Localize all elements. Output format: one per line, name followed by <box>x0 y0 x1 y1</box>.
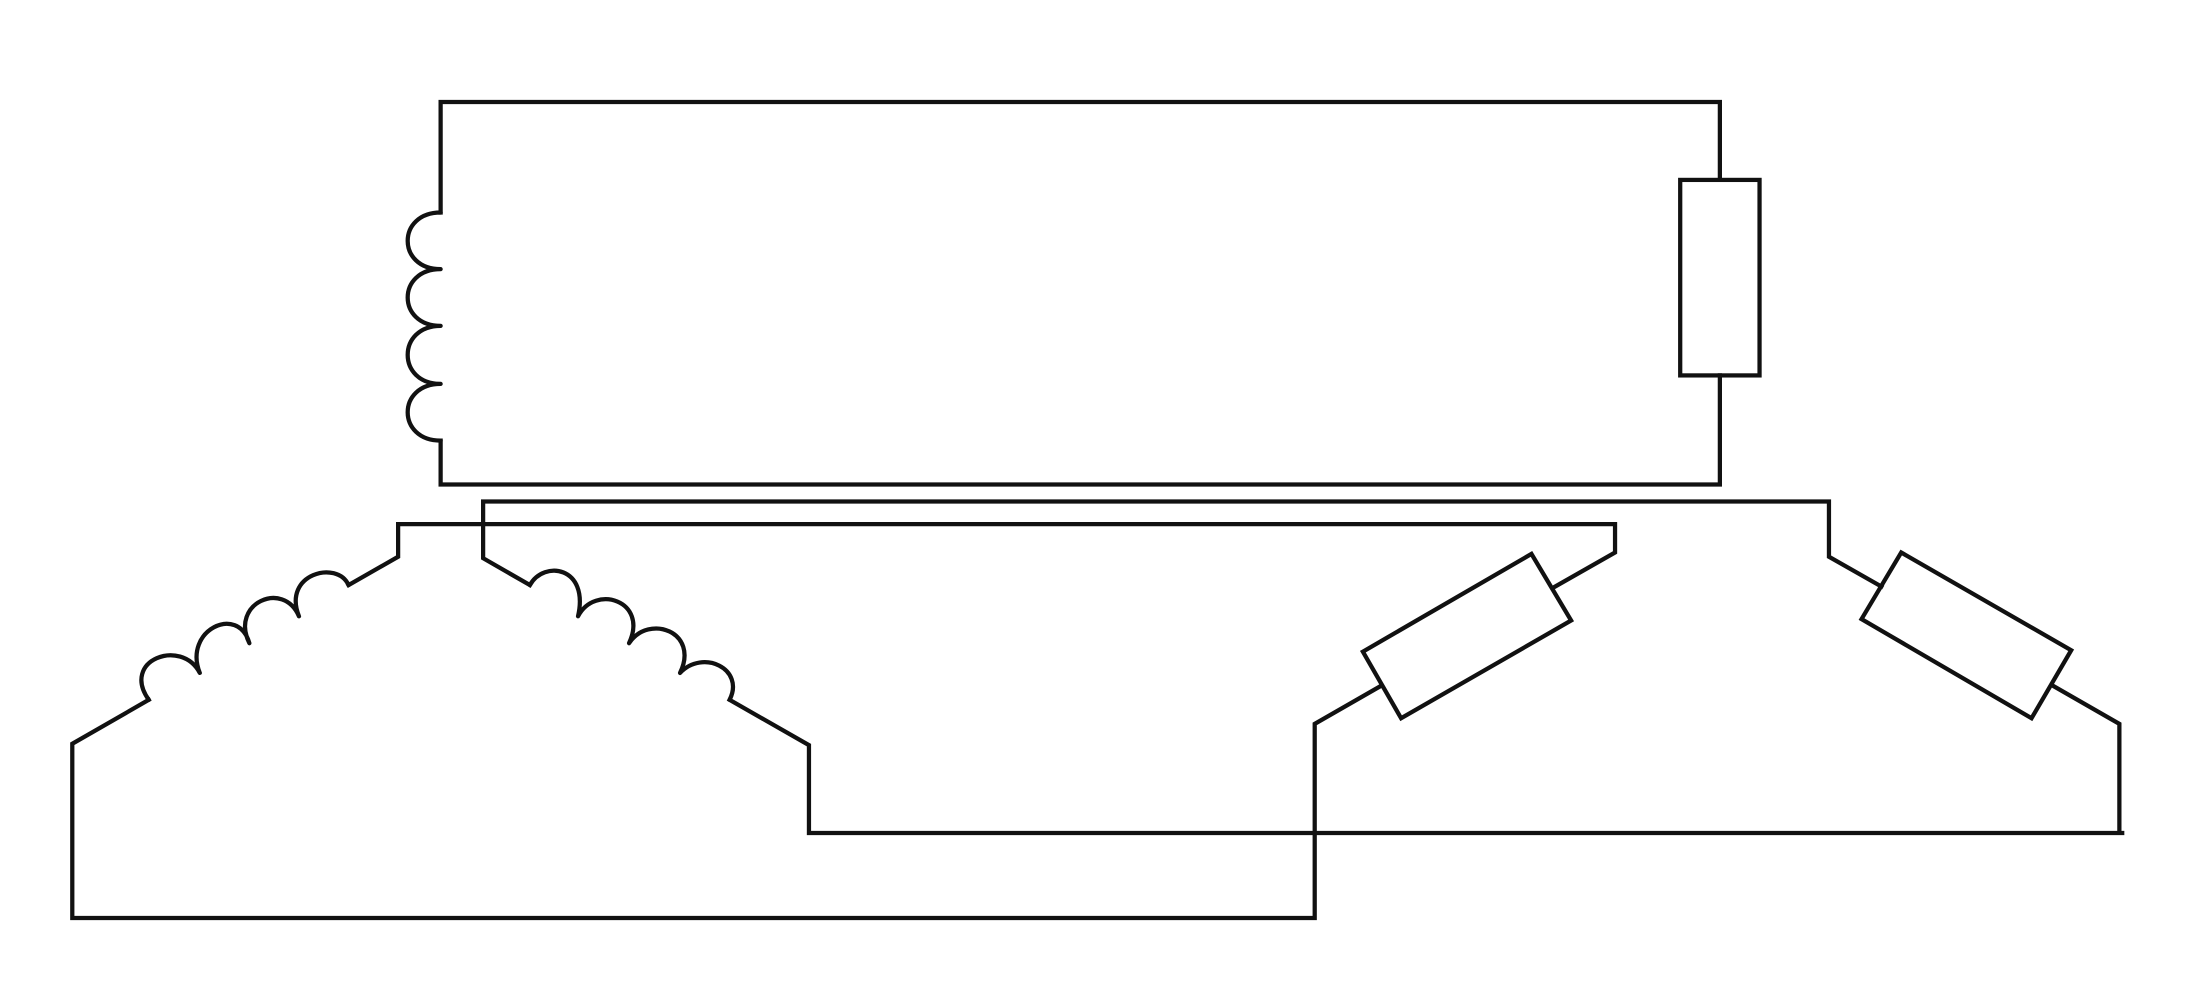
wire-bottom-left-loop <box>70 682 1385 921</box>
wire-mid-to-right-resistor <box>481 499 1885 590</box>
wire-left-to-mid-resistor <box>345 522 1618 591</box>
inductor-mid <box>527 568 735 702</box>
resistor-mid <box>1359 551 1575 722</box>
resistor-right <box>1858 549 2075 722</box>
resistor-top <box>1678 177 1762 378</box>
wire-bottom-right-loop <box>726 682 2125 836</box>
top-loop-wire <box>438 99 1722 487</box>
inductor-top <box>405 210 443 443</box>
inductor-left <box>139 570 351 702</box>
